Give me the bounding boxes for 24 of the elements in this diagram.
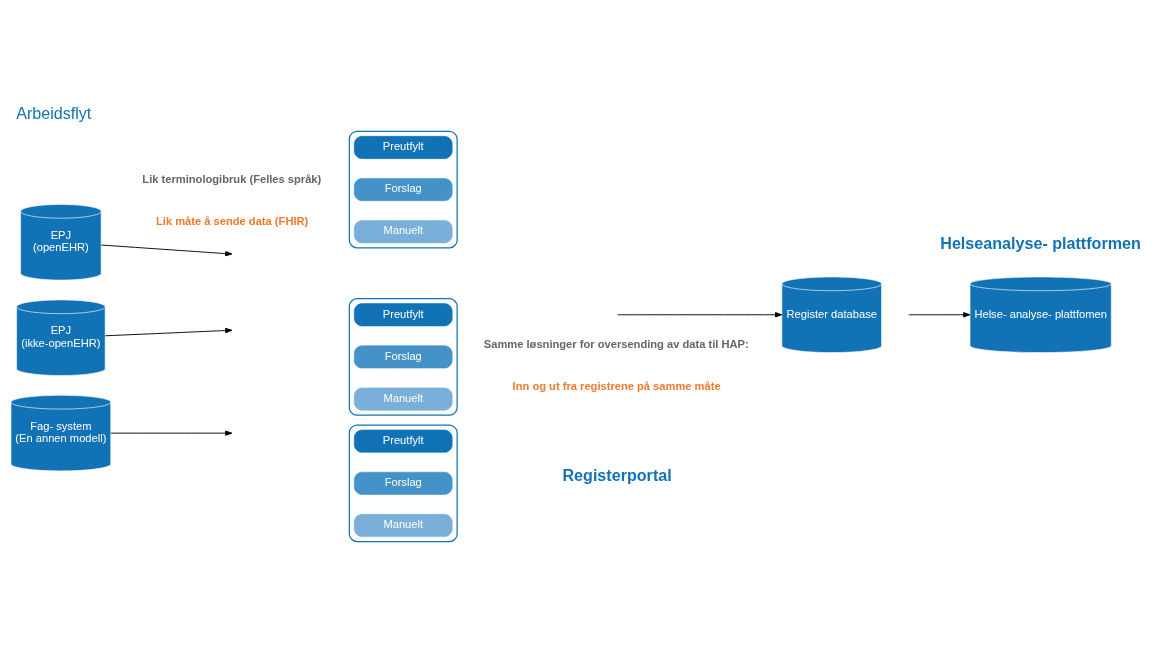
arrow [110, 430, 233, 436]
label: Registerportal [562, 466, 672, 485]
node-box: Preutfylt [353, 429, 453, 453]
arrow [908, 312, 971, 318]
arrow [104, 327, 233, 337]
label: Lik terminologibruk (Felles språk) [142, 173, 322, 186]
label: Samme løsninger for oversending av data til HAP: [483, 337, 749, 350]
node-box: Preutfylt [353, 136, 453, 159]
node-box: Preutfylt [353, 303, 453, 327]
label: Helseanalyse- plattformen [940, 233, 1141, 252]
cluster [348, 130, 458, 249]
cluster [348, 424, 458, 543]
arrow [617, 312, 783, 318]
cluster [348, 298, 458, 416]
node-box: Manuelt [353, 220, 453, 244]
diagram-title: Arbeidsflyt [16, 103, 92, 122]
label: Inn og ut fra registrene på samme måte [512, 380, 721, 392]
node-box: Forslag [353, 471, 453, 495]
arrow [100, 244, 233, 257]
node-box: Forslag [353, 345, 453, 369]
node-box: Forslag [353, 178, 453, 202]
label: Lik måte å sende data (FHIR) [155, 215, 309, 228]
node-box: Manuelt [353, 387, 453, 411]
node-box: Manuelt [353, 514, 453, 537]
